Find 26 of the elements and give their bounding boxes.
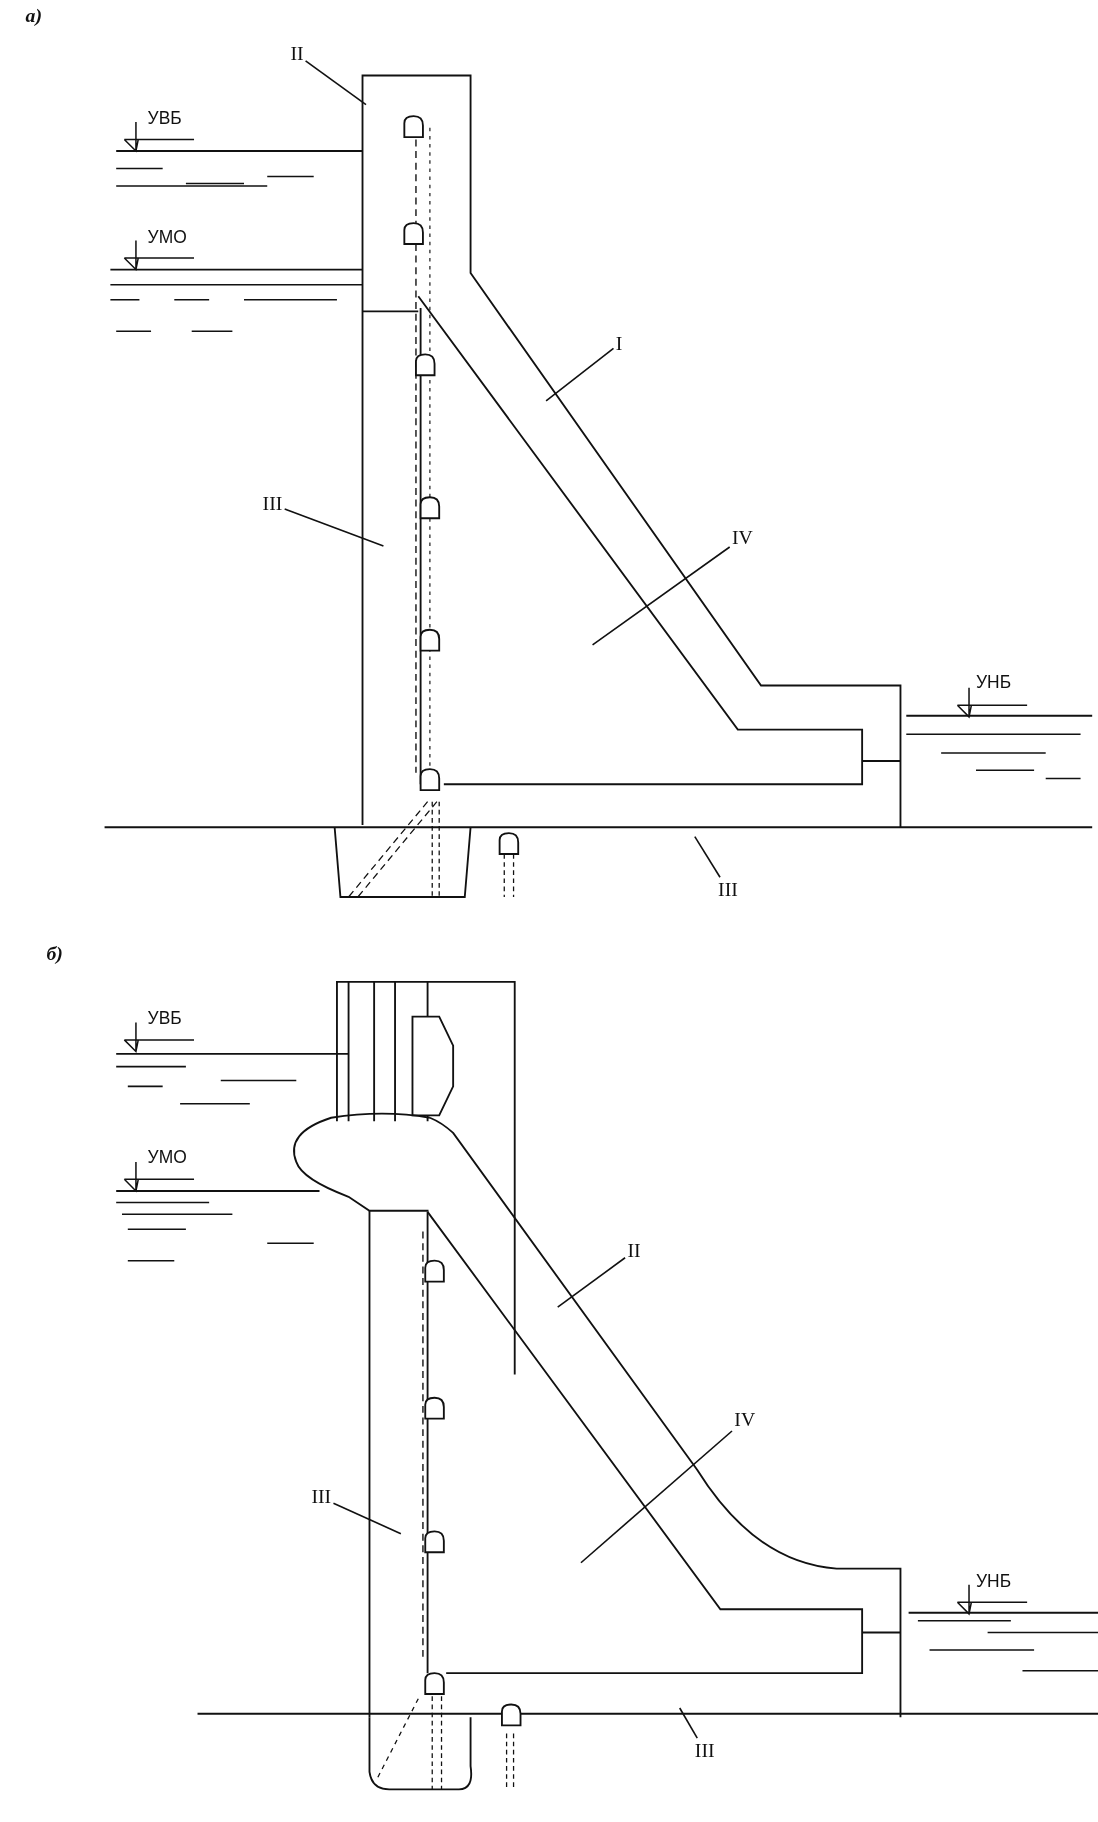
leader-line bbox=[545, 347, 615, 402]
leader-line bbox=[591, 546, 731, 646]
leader-line bbox=[556, 1256, 626, 1308]
leader-line bbox=[580, 1430, 733, 1564]
leader-line bbox=[332, 1502, 402, 1535]
water-level-label: УВБ bbox=[147, 108, 182, 129]
panel-label: а) bbox=[25, 5, 43, 27]
zone-number: III bbox=[262, 493, 283, 515]
zone-number: I bbox=[615, 333, 623, 355]
leader-line bbox=[283, 508, 385, 547]
leader-line bbox=[694, 835, 721, 879]
leader-line bbox=[678, 1707, 699, 1739]
water-level-label: УМО bbox=[147, 226, 187, 248]
zone-number: IV bbox=[732, 527, 753, 549]
zone-number: III bbox=[718, 879, 738, 901]
zone-number: II bbox=[290, 44, 304, 66]
water-level-label: УВБ bbox=[147, 1007, 182, 1029]
zone-number: II bbox=[627, 1240, 641, 1262]
water-level-label: УНБ bbox=[976, 1570, 1012, 1592]
water-level-label: УНБ bbox=[976, 671, 1012, 693]
panel-label: б) bbox=[46, 943, 63, 965]
zone-number: III bbox=[694, 1740, 715, 1762]
water-level-label: УМО bbox=[147, 1146, 187, 1168]
zone-number: III bbox=[311, 1487, 332, 1509]
zone-number: IV bbox=[734, 1409, 756, 1431]
leader-line bbox=[304, 60, 367, 106]
